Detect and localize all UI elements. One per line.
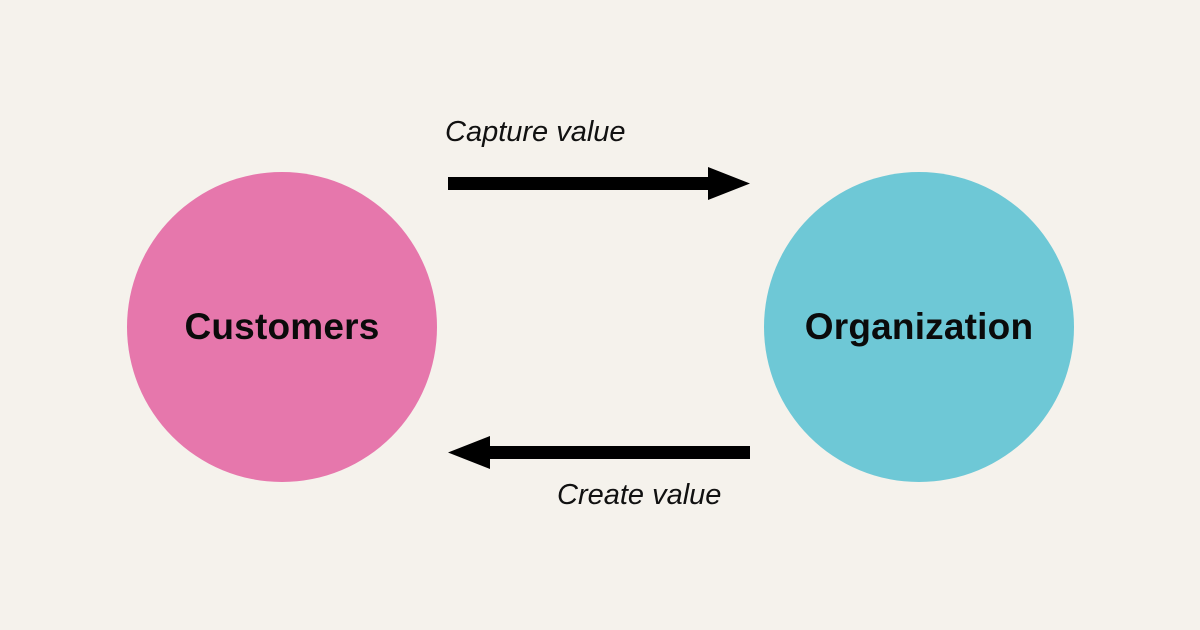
customers-node: Customers <box>127 172 437 482</box>
organization-label: Organization <box>804 306 1034 347</box>
create-value-arrow <box>448 436 750 469</box>
capture-value-arrow-shaft <box>448 177 714 190</box>
create-value-arrowhead-icon <box>448 436 490 469</box>
create-value-arrow-shaft <box>484 446 750 459</box>
create-value-label: Create value <box>557 479 722 511</box>
capture-value-arrowhead-icon <box>708 167 750 200</box>
organization-node: Organization <box>764 172 1074 482</box>
capture-value-arrow <box>448 167 750 200</box>
customers-label: Customers <box>184 306 380 347</box>
capture-value-label: Capture value <box>445 116 626 148</box>
